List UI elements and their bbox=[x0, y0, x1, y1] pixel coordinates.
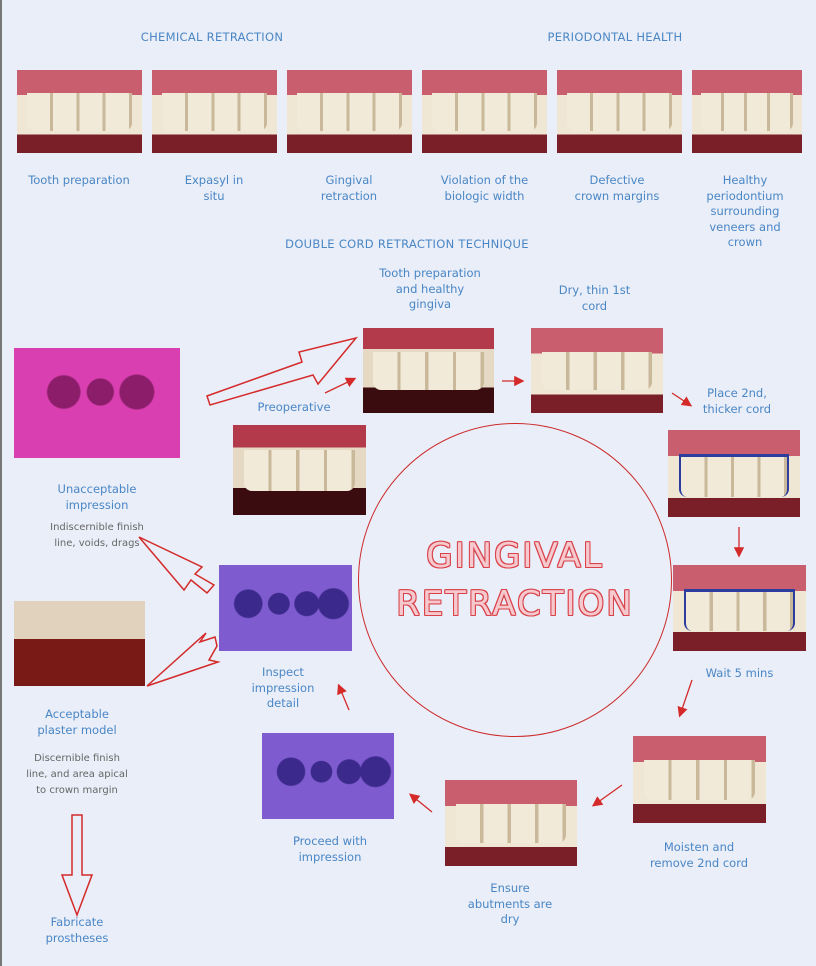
label-unacceptable: Unacceptable impression bbox=[57, 482, 137, 512]
center-circle: GINGIVAL RETRACTION bbox=[358, 423, 672, 737]
label-ensure-dry: Ensure abutments are dry bbox=[467, 881, 553, 926]
photo-biologic-width bbox=[422, 70, 547, 153]
photo-moisten-remove bbox=[633, 736, 766, 823]
note-acceptable: Discernible finish line, and area apical… bbox=[26, 753, 128, 796]
heading-double-cord: DOUBLE CORD RETRACTION TECHNIQUE bbox=[285, 237, 529, 251]
arrow-ensure-to-proceed bbox=[408, 793, 433, 813]
arrow-wait-to-moisten bbox=[677, 679, 693, 718]
caption-tooth-preparation: Tooth preparation bbox=[28, 173, 130, 187]
photo-tooth-prep-healthy-gingiva bbox=[363, 328, 494, 413]
hollow-arrow-to-plaster bbox=[146, 632, 221, 687]
label-inspect: Inspect impression detail bbox=[251, 665, 315, 710]
center-title-line2: RETRACTION bbox=[396, 584, 634, 624]
heading-periodontal-health: PERIODONTAL HEALTH bbox=[547, 30, 683, 44]
label-proceed: Proceed with impression bbox=[292, 834, 368, 864]
arrow-moisten-to-ensure bbox=[591, 784, 623, 807]
photo-wait bbox=[673, 565, 806, 651]
arrow-proceed-to-inspect bbox=[337, 683, 350, 711]
label-place-cord: Place 2nd, thicker cord bbox=[702, 386, 772, 416]
photo-plaster-model bbox=[14, 601, 145, 686]
label-dry-cord: Dry, thin 1st cord bbox=[558, 283, 631, 313]
photo-unacceptable-impression bbox=[14, 348, 180, 458]
heading-chemical-retraction: CHEMICAL RETRACTION bbox=[140, 30, 284, 44]
label-tooth-prep: Tooth preparation and healthy gingiva bbox=[379, 266, 481, 311]
hollow-arrow-to-unacceptable bbox=[138, 536, 216, 595]
photo-expasyl bbox=[152, 70, 277, 153]
label-moisten: Moisten and remove 2nd cord bbox=[649, 840, 749, 870]
label-preoperative: Preoperative bbox=[257, 400, 331, 414]
caption-expasyl: Expasyl in situ bbox=[184, 173, 244, 203]
label-fabricate: Fabricate prostheses bbox=[45, 915, 109, 945]
photo-place-second-cord bbox=[668, 430, 800, 517]
caption-gingival-retraction: Gingival retraction bbox=[320, 173, 378, 203]
hollow-arrow-to-preparation bbox=[206, 336, 359, 406]
caption-defective-margins: Defective crown margins bbox=[574, 173, 660, 203]
photo-tooth-preparation bbox=[17, 70, 142, 153]
note-unacceptable: Indiscernible finish line, voids, drags bbox=[50, 522, 144, 549]
photo-ensure-dry bbox=[445, 780, 577, 866]
center-title-line1: GINGIVAL bbox=[426, 536, 604, 576]
photo-defective-margins bbox=[557, 70, 682, 153]
photo-proceed-impression bbox=[262, 733, 394, 819]
photo-dry-thin-cord bbox=[531, 328, 663, 413]
caption-biologic-width: Violation of the biologic width bbox=[440, 173, 529, 203]
photo-preoperative bbox=[233, 425, 366, 515]
arrow-preop-to-prep bbox=[324, 377, 357, 394]
photo-healthy-periodontium bbox=[692, 70, 802, 153]
photo-inspect-impression bbox=[219, 565, 352, 651]
caption-healthy-periodontium: Healthy periodontium surrounding veneers… bbox=[706, 173, 784, 249]
photo-gingival-retraction bbox=[287, 70, 412, 153]
label-acceptable: Acceptable plaster model bbox=[37, 707, 117, 737]
label-wait: Wait 5 mins bbox=[705, 666, 774, 680]
arrow-dry-to-place bbox=[671, 392, 693, 407]
hollow-arrow-down-fabricate bbox=[60, 814, 94, 918]
